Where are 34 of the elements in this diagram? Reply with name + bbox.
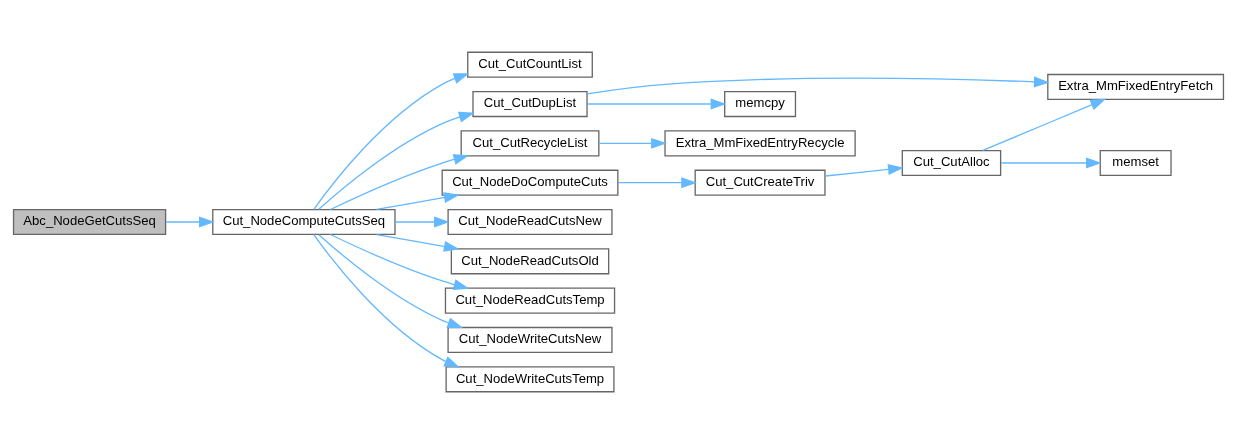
arrow: [394, 216, 450, 227]
arrow: [329, 233, 470, 290]
node-box: Cut_NodeReadCutsOld: [450, 247, 610, 274]
node-box: Cut_CutCountList: [467, 51, 593, 78]
arrow: [318, 111, 475, 210]
arrow: [586, 98, 727, 110]
arrow: [982, 98, 1107, 151]
arrow: [617, 176, 697, 188]
arrow: [375, 191, 460, 210]
node-box: memcpy: [724, 90, 797, 117]
node-box: Cut_NodeReadCutsNew: [447, 208, 613, 235]
arrow: [313, 72, 470, 210]
node-box: Cut_NodeComputeCutsSeq: [212, 208, 396, 235]
node-box: memset: [1099, 149, 1172, 176]
node-box: Cut_NodeDoComputeCuts: [441, 169, 619, 196]
arrow: [824, 163, 904, 177]
node-box: Cut_CutAlloc: [901, 149, 1002, 176]
arrow: [165, 216, 215, 227]
arrow: [313, 233, 460, 368]
arrow: [329, 153, 470, 210]
arrow: [1000, 157, 1102, 169]
node-box: Cut_CutCreateTriv: [694, 169, 826, 196]
node-box: Cut_NodeReadCutsTemp: [444, 287, 616, 314]
arrow: [598, 137, 667, 149]
arrow: [586, 75, 1050, 95]
node-box: Cut_CutRecycleList: [460, 129, 600, 156]
arrow: [318, 233, 464, 328]
node-box: Cut_NodeWriteCutsNew: [447, 326, 613, 353]
node-box: Cut_NodeWriteCutsTemp: [445, 365, 615, 392]
node-box: Extra_MmFixedEntryFetch: [1047, 73, 1225, 100]
node-box: Abc_NodeGetCutsSeq: [12, 208, 167, 235]
arrow: [375, 233, 460, 252]
node-box: Extra_MmFixedEntryRecycle: [664, 129, 856, 156]
node-box: Cut_CutDupList: [472, 90, 588, 117]
